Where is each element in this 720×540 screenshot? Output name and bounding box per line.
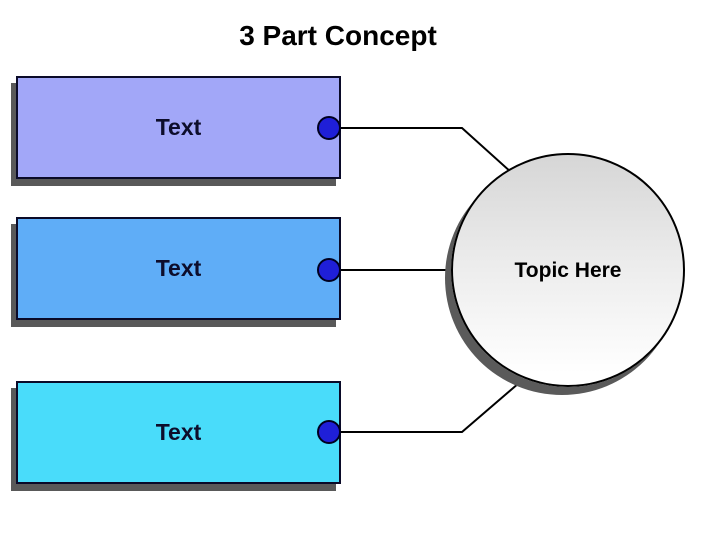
connector-dot-1 — [317, 116, 341, 140]
concept-box-1: Text — [16, 76, 341, 179]
concept-box-2-label: Text — [155, 255, 202, 281]
connector-line-top — [341, 127, 513, 174]
connector-dot-3 — [317, 420, 341, 444]
concept-box-3: Text — [16, 381, 341, 484]
slide-title: 3 Part Concept — [239, 20, 437, 51]
connector-dot-2 — [317, 258, 341, 282]
concept-box-3-label: Text — [155, 419, 202, 445]
topic-circle-label: Topic Here — [514, 258, 622, 282]
topic-circle: Topic Here — [451, 153, 685, 387]
connector-line-bottom — [341, 382, 520, 433]
concept-box-1-label: Text — [155, 114, 202, 140]
concept-box-2: Text — [16, 217, 341, 320]
